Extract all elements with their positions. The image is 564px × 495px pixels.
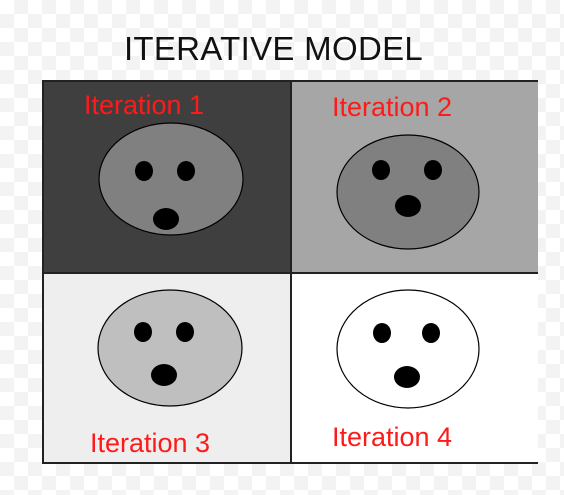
face-icon-4 xyxy=(336,289,480,409)
mouth xyxy=(394,366,420,388)
face-icon-3 xyxy=(97,289,243,407)
mouth xyxy=(153,208,179,230)
right-eye xyxy=(422,323,440,343)
right-eye xyxy=(176,322,194,342)
iteration-cell-2: Iteration 2 xyxy=(292,82,538,274)
face-outline xyxy=(98,122,244,236)
face-outline xyxy=(97,289,243,407)
left-eye xyxy=(373,323,391,343)
iteration-label-1: Iteration 1 xyxy=(84,90,205,120)
mouth xyxy=(395,195,421,217)
iteration-cell-1: Iteration 1 xyxy=(44,82,292,274)
right-eye xyxy=(177,161,195,181)
mouth xyxy=(151,364,177,386)
right-eye xyxy=(424,160,442,180)
iteration-cell-3: Iteration 3 xyxy=(44,274,292,462)
iteration-label-4: Iteration 4 xyxy=(332,422,453,452)
iteration-label-2: Iteration 2 xyxy=(332,92,453,122)
face-icon-2 xyxy=(336,134,480,250)
left-eye xyxy=(134,322,152,342)
diagram-title: ITERATIVE MODEL xyxy=(123,30,424,67)
left-eye xyxy=(135,161,153,181)
iteration-cell-4: Iteration 4 xyxy=(292,274,538,462)
iteration-label-3: Iteration 3 xyxy=(90,428,211,458)
face-outline xyxy=(336,134,480,250)
iteration-grid: Iteration 1 Iteration 2 Iteration 3 Iter… xyxy=(42,80,538,464)
face-outline xyxy=(336,289,480,409)
face-icon-1 xyxy=(98,122,244,236)
left-eye xyxy=(372,160,390,180)
